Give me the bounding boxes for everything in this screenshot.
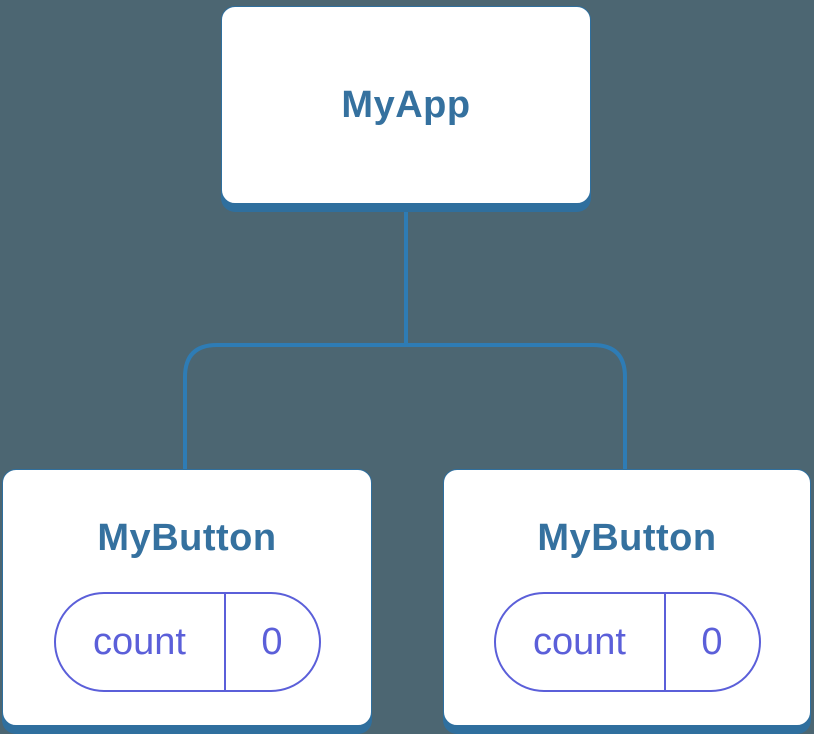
component-box-child-right: MyButton count 0 bbox=[443, 469, 811, 726]
component-box-root: MyApp bbox=[221, 6, 591, 204]
state-label: count bbox=[496, 594, 666, 690]
state-value: 0 bbox=[261, 621, 283, 663]
state-label: count bbox=[56, 594, 226, 690]
children-bracket-line bbox=[183, 343, 627, 471]
component-title: MyApp bbox=[341, 84, 471, 126]
state-pill: count 0 bbox=[493, 592, 761, 692]
state-pill: count 0 bbox=[53, 592, 321, 692]
component-title: MyButton bbox=[97, 517, 277, 559]
component-box-child-left: MyButton count 0 bbox=[2, 469, 372, 726]
state-value: 0 bbox=[701, 621, 723, 663]
component-title: MyButton bbox=[537, 517, 717, 559]
